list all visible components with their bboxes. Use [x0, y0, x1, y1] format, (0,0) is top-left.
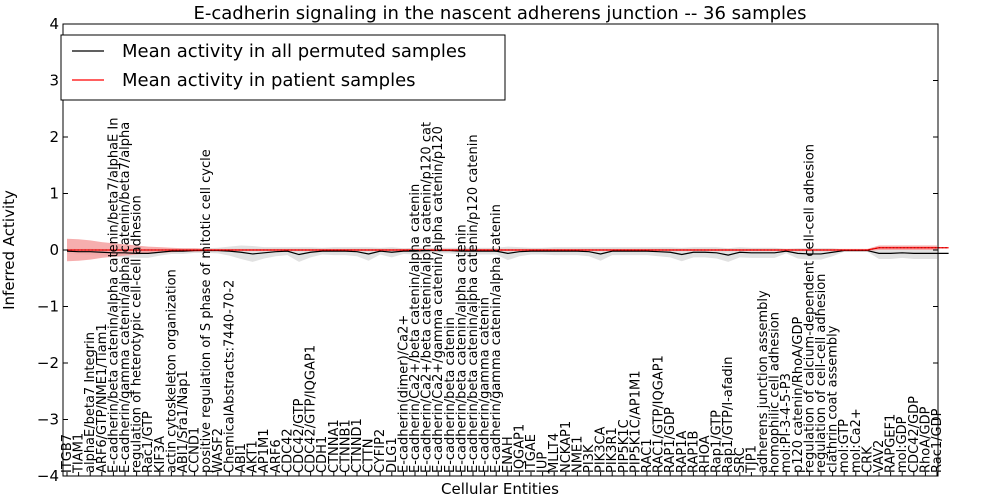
x-tick-label: CCND1: [188, 427, 203, 473]
x-tick-label: homophilic cell adhesion: [768, 312, 783, 473]
x-tick-label: ARF6: [269, 439, 284, 473]
series-lines: [66, 247, 949, 256]
y-tick-label: 0: [49, 241, 59, 259]
x-tick-label: E-cadherin/beta catenin/alpha catenin/be…: [106, 118, 121, 473]
x-tick-label: NME1: [570, 436, 585, 473]
x-tick-label: actin cytoskeleton organization: [164, 269, 179, 473]
x-tick-label: clathrin coat assembly: [826, 325, 841, 473]
x-tick-label: VAV2: [872, 440, 887, 473]
x-tick-label: E-cadherin/gamma catenin: [478, 297, 493, 473]
chart-title: E-cadherin signaling in the nascent adhe…: [193, 3, 806, 24]
x-tick-label: mol:Ca2+: [849, 408, 864, 473]
x-tick-label: RAPGEF1: [884, 414, 899, 473]
x-tick-label: RhoA/GDP: [918, 406, 933, 473]
x-tick-label: CTNNA1: [327, 419, 342, 473]
x-tick-label: ABI1: [234, 443, 249, 473]
x-tick-label: regulation of cell-cell adhesion: [814, 274, 829, 473]
x-tick-label: RAC1: [640, 438, 655, 473]
x-tick-label: Rap1/GTP/I-afadin: [721, 356, 736, 473]
x-tick-label: RAC1/GTP/IQGAP1: [652, 355, 667, 473]
legend-label-permuted: Mean activity in all permuted samples: [122, 41, 466, 62]
x-tick-label: Rap1/GTP: [710, 410, 725, 473]
x-tick-label: AKT1: [246, 440, 261, 473]
y-tick-label: 1: [49, 185, 59, 203]
x-tick-label: ITGAE: [524, 434, 539, 473]
x-tick-label: IQGAP1: [512, 424, 527, 473]
y-axis-label: Inferred Activity: [0, 190, 18, 310]
y-tick-label: −1: [37, 298, 59, 316]
x-tick-label: E-cadherin/Ca2+/beta catenin/alpha caten…: [420, 122, 435, 473]
x-tick-label: SRC: [733, 447, 748, 473]
legend-box: [60, 34, 506, 101]
x-tick-label: PIK3R1: [605, 427, 620, 473]
x-tick-label: E-cadherin/beta catenin/alpha catenin/p1…: [466, 134, 481, 473]
x-tick-label: E-cadherin/beta catenin: [443, 317, 458, 473]
x-tick-label: CTNNB1: [338, 419, 353, 473]
x-tick-label: ITGB7: [60, 434, 75, 473]
y-tick-label: 3: [49, 72, 59, 90]
x-tick-label: adherens junction assembly: [756, 290, 771, 473]
x-tick-label: MLLT4: [547, 433, 562, 473]
x-tick-label: AP1M1: [257, 429, 272, 474]
x-tick-label: ChemicalAbstracts:7440-70-2: [222, 280, 237, 473]
x-tick-label: CDC42/GDP: [907, 396, 922, 473]
x-tick-label: alphaE/beta7 Integrin: [83, 332, 98, 473]
x-tick-label: ABI1/Sra1/Nap1: [176, 370, 191, 473]
x-tick-label: PIK3CA: [594, 426, 609, 473]
y-tick-label: −2: [37, 354, 59, 372]
x-tick-label: CDC42: [280, 428, 295, 473]
x-tick-label: PI3K: [582, 444, 597, 473]
x-axis-label: Cellular Entities: [441, 480, 559, 498]
x-tick-label: ENAH: [501, 436, 516, 473]
x-tick-label: CDH1: [315, 436, 330, 473]
x-tick-label: DLG1: [385, 437, 400, 473]
x-tick-label: RAP1/GDP: [663, 407, 678, 473]
x-tick-label: E-cadherin/Ca2+/gamma catenin/alpha cate…: [431, 126, 446, 473]
x-tick-label: mol:GDP: [895, 416, 910, 473]
x-tick-label: E-cadherin/gamma catenin/alpha catenin/b…: [118, 122, 133, 473]
x-tick-label: TJP1: [744, 445, 759, 474]
legend-label-patient: Mean activity in patient samples: [122, 70, 416, 91]
x-tick-label: E-cadherin/gamma catenin/alpha catenin: [489, 204, 504, 473]
x-tick-label: CTTN: [362, 439, 377, 473]
x-tick-label: mol:GTP: [837, 419, 852, 473]
x-tick-label: Rac1/GDP: [930, 408, 945, 473]
x-tick-label: KIF3A: [153, 436, 168, 473]
x-tick-label: Rac1/GTP: [141, 411, 156, 473]
x-tick-label: CDC42/GTP/IQGAP1: [304, 345, 319, 473]
x-tick-label: JUP: [536, 452, 551, 474]
x-tick-label: WASF2: [211, 428, 226, 473]
x-tick-label: ARF6/GTP/NME1/Tiam1: [95, 323, 110, 473]
x-tick-label: regulation of heterotypic cell-cell adhe…: [130, 195, 145, 473]
x-tick-label: CDC42/GTP: [292, 398, 307, 473]
x-tick-label: PIP5K1C: [617, 419, 632, 473]
y-tick-label: 2: [49, 128, 59, 146]
x-tick-label: CRK: [860, 446, 875, 473]
x-tick-label: RAP1A: [675, 430, 690, 473]
x-tick-label: RAP1B: [686, 431, 701, 473]
x-tick-label: NCKAP1: [559, 421, 574, 473]
x-tick-label: mol:PI-3-4-5-P3: [779, 373, 794, 473]
legend: Mean activity in all permuted samples Me…: [60, 34, 506, 101]
x-tick-label: E-cadherin/Ca2+/beta catenin/alpha caten…: [408, 184, 423, 473]
y-tick-label: −4: [37, 467, 59, 485]
x-tick-label: RHOA: [698, 435, 713, 473]
x-tick-label: positive regulation of S phase of mitoti…: [199, 149, 214, 473]
x-tick-label: TIAM1: [72, 433, 87, 474]
y-tick-label: 4: [49, 15, 59, 33]
x-tick-label: regulation of calcium-dependent cell-cel…: [802, 144, 817, 473]
x-tick-label: E-cadherin(dimer)/Ca2+: [396, 315, 411, 473]
x-tick-label: PIP5K1C/AP1M1: [628, 370, 643, 473]
x-tick-label: p120 catenin/RhoA/GDP: [791, 317, 806, 473]
x-tick-label: CTNND1: [350, 418, 365, 473]
y-axis: −4 −3 −2 −1 0 1 2 3 4: [37, 15, 938, 485]
x-tick-label: CYFIP2: [373, 429, 388, 473]
y-tick-label: −3: [37, 411, 59, 429]
series-line-patient: [67, 247, 949, 251]
x-tick-label: E-cadherin/beta catenin/alpha catenin: [454, 224, 469, 473]
